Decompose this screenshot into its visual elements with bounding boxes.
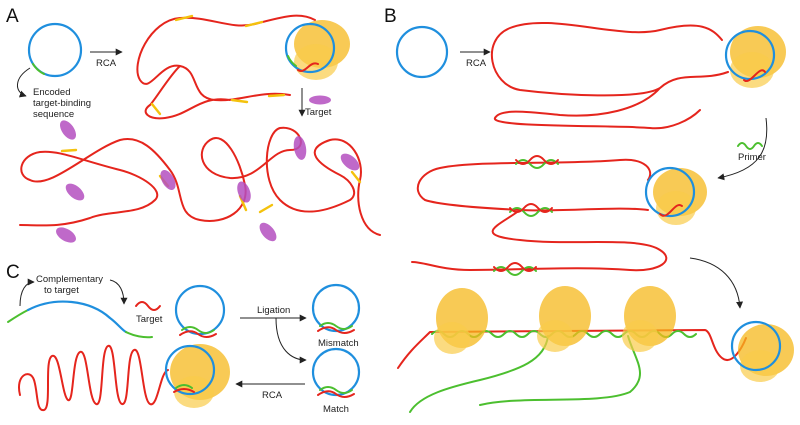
panel-c-mismatch-circle — [311, 283, 361, 333]
panel-a-product-strand — [136, 14, 316, 120]
panel-a-binding-site — [150, 102, 162, 116]
target-molecule — [259, 222, 277, 242]
panel-a-binding-site — [60, 148, 78, 153]
panel-c-ring-duplex — [173, 388, 195, 393]
panel-c-complementary-label-2: to target — [44, 285, 79, 296]
panel-b: B RCA Primer — [384, 6, 794, 413]
panel-a-rca-label: RCA — [96, 58, 117, 69]
panel-c-letter: C — [6, 262, 20, 283]
panel-a-bound-strand — [19, 126, 381, 236]
target-molecule — [237, 181, 251, 203]
panel-c-complementary-arrow-right — [109, 279, 128, 305]
target-molecule — [56, 227, 76, 243]
primer-icon — [737, 142, 763, 150]
polymerase — [537, 320, 573, 352]
panel-a-template-circle — [27, 22, 83, 78]
panel-b-template-ring — [730, 320, 782, 372]
panel-c-template-ring — [164, 344, 216, 396]
panel-b-polymerase-complex-3 — [730, 320, 794, 382]
polymerase — [740, 350, 780, 382]
panel-c-match-branch-arrow — [275, 317, 307, 364]
polymerase — [294, 44, 338, 80]
panel-b-extension-arrow — [689, 257, 744, 309]
panel-c-probe-arm-left — [7, 309, 29, 323]
panel-a-binding-site — [350, 170, 362, 184]
panel-c-mismatch-label: Mismatch — [318, 338, 359, 349]
panel-c-match-duplex — [317, 390, 355, 398]
target-molecule — [65, 183, 85, 201]
panel-c: C Complementary to target Target Ligatio… — [6, 262, 361, 415]
panel-b-new-strand — [743, 69, 766, 83]
primer-duplex — [509, 203, 553, 213]
panel-a-encoded-label-3: sequence — [33, 109, 74, 120]
panel-a-letter: A — [6, 6, 19, 27]
panel-a-ring-encoded-segment — [287, 55, 297, 67]
panel-c-rca-product — [18, 344, 169, 412]
panel-a-binding-site — [267, 93, 286, 98]
polymerase — [434, 322, 470, 354]
panel-b-polymerase-complex-2 — [644, 166, 707, 225]
panel-c-target-strand — [135, 301, 161, 311]
panel-c-complementary-label-1: Complementary — [36, 274, 103, 285]
panel-a-template-ring — [284, 22, 336, 74]
panel-c-target-duplex — [179, 330, 217, 338]
panel-b-primer-arrow — [717, 117, 768, 181]
primer-duplex — [515, 155, 559, 165]
panel-b-polymerase-row — [434, 286, 676, 354]
polymerase — [730, 52, 774, 88]
target-molecule — [160, 170, 176, 190]
panel-a: A Encoded target-binding sequence RCA Ta… — [6, 6, 381, 243]
panel-c-probe-arms — [181, 326, 215, 334]
panel-c-ring-arms — [175, 384, 193, 389]
panel-b-product-strand — [491, 21, 729, 130]
panel-c-ligation-label: Ligation — [257, 305, 290, 316]
primer — [515, 159, 559, 169]
target-molecule — [340, 153, 360, 171]
panel-c-mismatch-duplex — [317, 326, 355, 334]
panel-c-polymerase-complex — [164, 344, 230, 408]
panel-b-polymerase-complex — [724, 26, 786, 88]
panel-c-match-circle — [311, 347, 361, 397]
panel-b-template-ring — [644, 166, 696, 218]
panel-c-match-label: Match — [323, 404, 349, 415]
panel-c-match-arms — [319, 386, 353, 394]
panel-b-new-strand — [659, 203, 683, 217]
panel-b-letter: B — [384, 6, 397, 27]
panel-c-rca-label: RCA — [262, 390, 283, 401]
panel-a-binding-site — [244, 20, 264, 28]
panel-a-encoded-label-2: target-binding — [33, 98, 91, 109]
target-molecule — [309, 95, 331, 105]
primer — [493, 266, 537, 276]
polymerase — [656, 191, 696, 225]
panel-c-mismatch-arms — [319, 322, 353, 330]
panel-a-encoded-segment — [32, 63, 45, 75]
panel-c-probe-arm-right — [125, 331, 153, 339]
panel-a-binding-site — [174, 14, 194, 22]
panel-a-binding-site — [258, 203, 274, 214]
panel-a-new-strand — [297, 62, 319, 72]
target-molecule — [60, 120, 76, 140]
panel-b-displaced-strand — [479, 335, 641, 406]
primer-duplex — [493, 262, 537, 272]
polymerase — [622, 320, 658, 352]
panel-a-polymerase-complex — [284, 20, 350, 80]
panel-c-complementary-arrow-left — [19, 278, 35, 307]
panel-a-encoded-arrow — [17, 67, 31, 98]
panel-b-template-circle — [395, 25, 449, 79]
panel-b-rca-label: RCA — [466, 58, 487, 69]
panel-c-probe-backbone — [26, 300, 128, 334]
panel-b-main-strand — [397, 329, 747, 369]
panel-a-target-label: Target — [305, 107, 332, 118]
panel-b-primed-strand — [411, 158, 668, 272]
panel-c-target-label: Target — [136, 314, 163, 325]
panel-a-binding-site — [230, 98, 249, 104]
panel-a-encoded-label-1: Encoded — [33, 87, 71, 98]
panel-b-primer-label: Primer — [738, 152, 766, 163]
primer — [509, 207, 553, 217]
target-molecule — [293, 136, 307, 160]
panel-b-displaced-strand — [409, 335, 549, 413]
panel-c-hybridized-probe — [174, 284, 226, 336]
